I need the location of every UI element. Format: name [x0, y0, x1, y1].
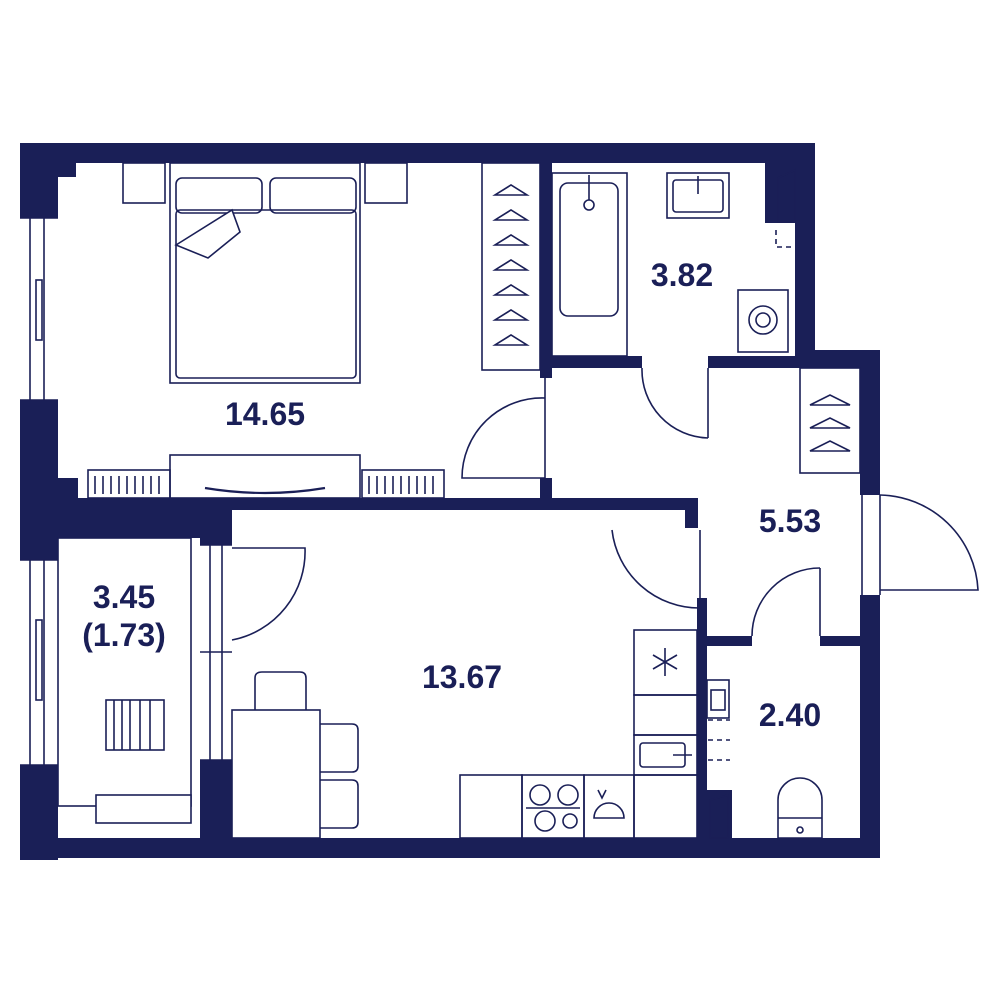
refrigerator-icon — [652, 648, 678, 676]
door-icon — [641, 367, 709, 439]
door-icon — [751, 567, 821, 637]
balcony-reduced-area-label: (1.73) — [82, 617, 166, 653]
sink-icon — [583, 774, 635, 839]
dining-table-icon — [231, 709, 321, 839]
door-icon — [611, 529, 701, 609]
chair-icon — [320, 779, 359, 829]
bathtub-icon — [551, 172, 628, 357]
door-icon — [231, 547, 306, 641]
bathroom-area-label: 3.82 — [651, 257, 713, 293]
door-icon — [461, 378, 546, 479]
balcony-area-label: 3.45 — [93, 579, 155, 615]
window-icon — [200, 544, 232, 761]
toilet-area-label: 2.40 — [759, 697, 821, 733]
sink-icon — [666, 172, 730, 219]
sink-icon — [706, 679, 730, 719]
stove-icon — [521, 774, 585, 839]
wardrobe-icon — [799, 367, 861, 474]
radiator-icon — [361, 469, 445, 499]
door-icon — [861, 494, 979, 595]
chair-icon — [320, 723, 359, 773]
washing-machine-icon — [737, 289, 789, 353]
radiator-icon — [87, 469, 171, 499]
window-icon — [20, 559, 58, 766]
chair-icon — [105, 699, 165, 751]
chair-icon — [254, 671, 307, 710]
wardrobe-icon — [481, 162, 541, 371]
bedroom-area-label: 14.65 — [225, 396, 305, 432]
toilet-icon — [777, 777, 823, 839]
kitchen-living-area-label: 13.67 — [422, 659, 502, 695]
bed-icon — [169, 162, 361, 384]
window-icon — [20, 217, 58, 401]
hallway-area-label: 5.53 — [759, 503, 821, 539]
sink-icon — [633, 734, 698, 776]
walls — [20, 143, 880, 860]
